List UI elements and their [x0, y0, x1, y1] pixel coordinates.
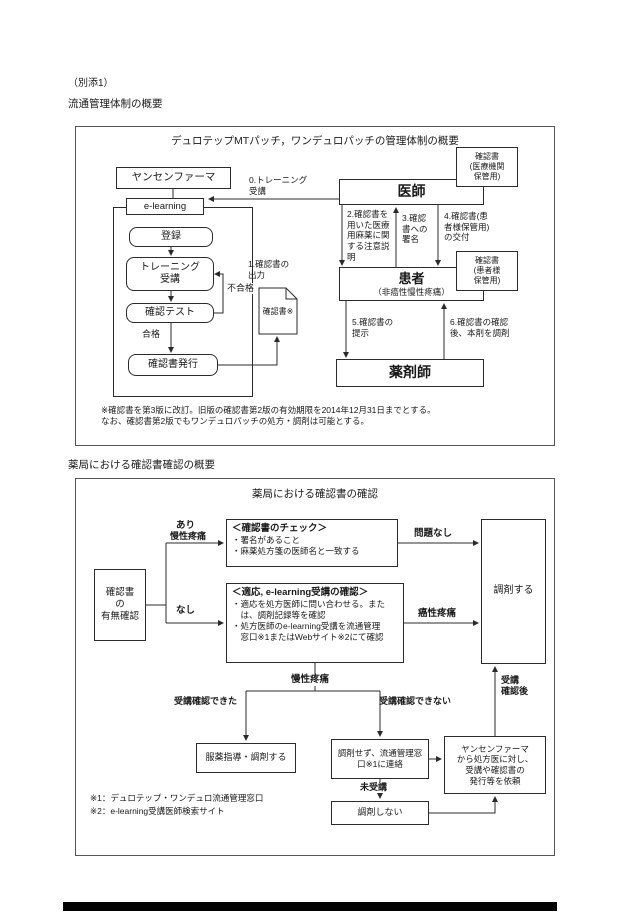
register-box: 登録 [129, 227, 213, 247]
not-dispense-box: 調剤しない [331, 801, 429, 825]
d2-title: 薬局における確認書の確認 [252, 488, 378, 500]
training-confirmed-label: 受講確認できた [174, 696, 238, 706]
patient-subtitle: （非癌性慢性疼痛） [373, 286, 450, 297]
confirmation-doc-icon [258, 287, 298, 335]
no-dispense-contact-box: 調剤せず、流通管理窓 口※1に連絡 [331, 739, 429, 779]
cancer-pain-label: 癌性疼痛 [418, 608, 457, 619]
step3-label: 3.確認 書への 署名 [402, 213, 428, 245]
chronic-pain-bottom-label: 慢性疼痛 [290, 674, 331, 686]
after-confirmation-label: 受講 確認後 [500, 675, 530, 698]
section1-heading: 流通管理体制の概要 [68, 98, 163, 110]
check-document-box: ＜確認書のチェック＞ ・署名があること ・麻薬処方箋の医師名と一致する [226, 519, 398, 567]
janssen-box: ヤンセンファーマ [116, 167, 231, 189]
step2-label: 2.確認書を 用いた医療 用麻薬に関 する注意説 明 [347, 209, 390, 262]
pass-label: 合格 [142, 329, 161, 339]
d1-title: デュロテップMTパッチ，ワンデュロパッチの管理体制の概要 [171, 135, 459, 147]
doc-patient-box: 確認書 (患者様 保管用) [456, 251, 518, 291]
check-title: ＜確認書のチェック＞ [232, 523, 328, 534]
training-box: トレーニング 受講 [126, 257, 214, 291]
no-problem-label: 問題なし [414, 528, 453, 539]
janssen-request-box: ヤンセンファーマ から処方医に対し、 受講や確認書の 発行等を依頼 [444, 736, 546, 794]
check-item-2: ・麻薬処方箋の医師名と一致する [232, 546, 360, 557]
step1-label: 1.確認書の 出力 [248, 259, 290, 280]
d1-arrow-layer [168, 189, 447, 366]
attachment-label: （別添1） [68, 78, 114, 89]
adapt-title: ＜適応, e-learning受講の確認＞ [232, 587, 369, 598]
doc-note-label: 確認書※ [262, 307, 294, 316]
d2-footnote-2: ※2：e-learning受講医師検索サイト [90, 806, 225, 816]
pharmacist-box: 薬剤師 [336, 359, 484, 387]
test-box: 確認テスト [126, 303, 214, 323]
elearning-label-box: e-learning [126, 198, 204, 215]
issue-box: 確認書発行 [128, 354, 218, 376]
presence-check-box: 確認書 の 有無確認 [94, 569, 146, 641]
adapt-item-1: ・適応を処方医師に問い合わせる。また は、調剤記録等を確認 [232, 599, 386, 621]
adapt-item-2: ・処方医師のe-learning受講を流通管理 窓口※1またはWebサイト※2に… [232, 621, 384, 643]
yes-label: あり [176, 520, 196, 531]
guidance-dispense-box: 服薬指導・調剤する [196, 743, 296, 773]
adaptation-check-box: ＜適応, e-learning受講の確認＞ ・適応を処方医師に問い合わせる。また… [226, 583, 404, 663]
d2-arrow-layer [146, 540, 498, 814]
step6-label: 6.確認書の確認 後、本剤を調剤 [450, 317, 510, 338]
not-attended-label: 未受講 [359, 782, 389, 794]
distribution-management-diagram: デュロテップMTパッチ，ワンデュロパッチの管理体制の概要 ヤンセンファーマ e-… [75, 126, 555, 446]
chronic-pain-top-label: 慢性疼痛 [170, 531, 207, 541]
dispense-box: 調剤する [481, 519, 546, 664]
step4-label: 4.確認書(患 者様保管用) の交付 [444, 211, 490, 243]
bottom-scan-bar [63, 902, 557, 911]
fail-label: 不合格 [226, 283, 256, 295]
step0-label: 0.トレーニング 受講 [249, 175, 308, 196]
d2-footnote-1: ※1：デュロテップ・ワンデュロ流通管理窓口 [90, 793, 264, 803]
section2-heading: 薬局における確認書確認の概要 [68, 459, 215, 471]
patient-title: 患者 [398, 270, 425, 286]
pharmacy-confirmation-diagram: 薬局における確認書の確認 確認書 の 有無確認 あり 慢性疼痛 なし ＜確認書の… [75, 478, 555, 856]
training-not-confirmed-label: 受講確認できない [379, 696, 452, 706]
check-item-1: ・署名があること [232, 535, 301, 546]
no-label: なし [176, 605, 196, 616]
d1-footnote: ※確認書を第3版に改訂。旧版の確認書第2版の有効期限を2014年12月31日まで… [101, 405, 436, 426]
doc-hospital-box: 確認書 (医療機関 保管用) [456, 147, 518, 187]
doctor-box: 医師 [339, 179, 484, 205]
step5-label: 5.確認書の 提示 [352, 317, 394, 338]
